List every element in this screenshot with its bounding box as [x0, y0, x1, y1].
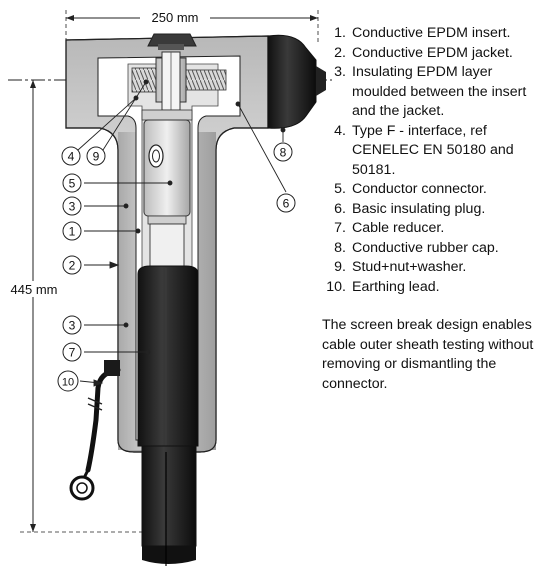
width-dimension-label: 250 mm — [152, 10, 199, 25]
svg-text:1: 1 — [69, 225, 76, 239]
legend-item-3: 3.Insulating EPDM layer moulded between … — [334, 64, 527, 119]
callout-4: 4 — [61, 146, 81, 166]
callout-3-upper: 3 — [62, 196, 82, 216]
svg-text:2: 2 — [69, 259, 76, 273]
legend-item-9: 9.Stud+nut+washer. — [334, 259, 467, 275]
stud-assembly — [131, 51, 227, 111]
svg-text:3: 3 — [69, 319, 76, 333]
leader-lines — [77, 79, 287, 387]
callout-9: 9 — [86, 146, 106, 166]
cable — [141, 445, 197, 566]
legend: 1.Conductive EPDM insert. 2.Conductive E… — [322, 24, 548, 394]
conductor-connector — [141, 109, 193, 225]
callout-5: 5 — [62, 173, 82, 193]
callout-3-lower: 3 — [62, 315, 82, 335]
callout-2: 2 — [62, 255, 82, 275]
svg-text:5: 5 — [69, 177, 76, 191]
callout-1: 1 — [62, 221, 82, 241]
legend-item-7: 7.Cable reducer. — [334, 220, 445, 236]
cable-core — [149, 223, 185, 269]
callout-7: 7 — [62, 342, 82, 362]
callout-6: 6 — [276, 193, 296, 213]
legend-item-10: 10.Earthing lead. — [326, 278, 440, 295]
svg-text:6: 6 — [283, 197, 290, 211]
rubber-cap — [267, 34, 326, 129]
legend-item-4: 4.Type F - interface, ref CENELEC EN 501… — [334, 122, 514, 178]
svg-text:4: 4 — [68, 150, 75, 164]
legend-item-6: 6.Basic insulating plug. — [334, 200, 486, 217]
svg-text:9: 9 — [93, 150, 100, 164]
screen-break-note: The screen break design enables cable ou… — [322, 317, 534, 392]
callout-10: 10 — [57, 370, 79, 392]
callout-8: 8 — [273, 142, 293, 162]
height-dimension: 445 mm — [4, 80, 160, 533]
legend-item-2: 2.Conductive EPDM jacket. — [334, 44, 513, 61]
legend-item-8: 8.Conductive rubber cap. — [334, 239, 499, 256]
callouts: 4 9 8 6 5 3 1 2 — [57, 142, 296, 392]
legend-list: 1.Conductive EPDM insert. 2.Conductive E… — [322, 24, 548, 297]
height-dimension-label: 445 mm — [11, 282, 58, 297]
svg-text:8: 8 — [280, 146, 287, 160]
cable-reducer — [137, 265, 199, 447]
width-dimension: 250 mm — [65, 9, 319, 42]
earthing-lead — [69, 360, 121, 501]
legend-item-5: 5.Conductor connector. — [334, 181, 487, 197]
svg-text:3: 3 — [69, 200, 76, 214]
svg-text:10: 10 — [62, 377, 74, 389]
svg-text:7: 7 — [69, 346, 76, 360]
legend-item-1: 1.Conductive EPDM insert. — [334, 25, 511, 41]
